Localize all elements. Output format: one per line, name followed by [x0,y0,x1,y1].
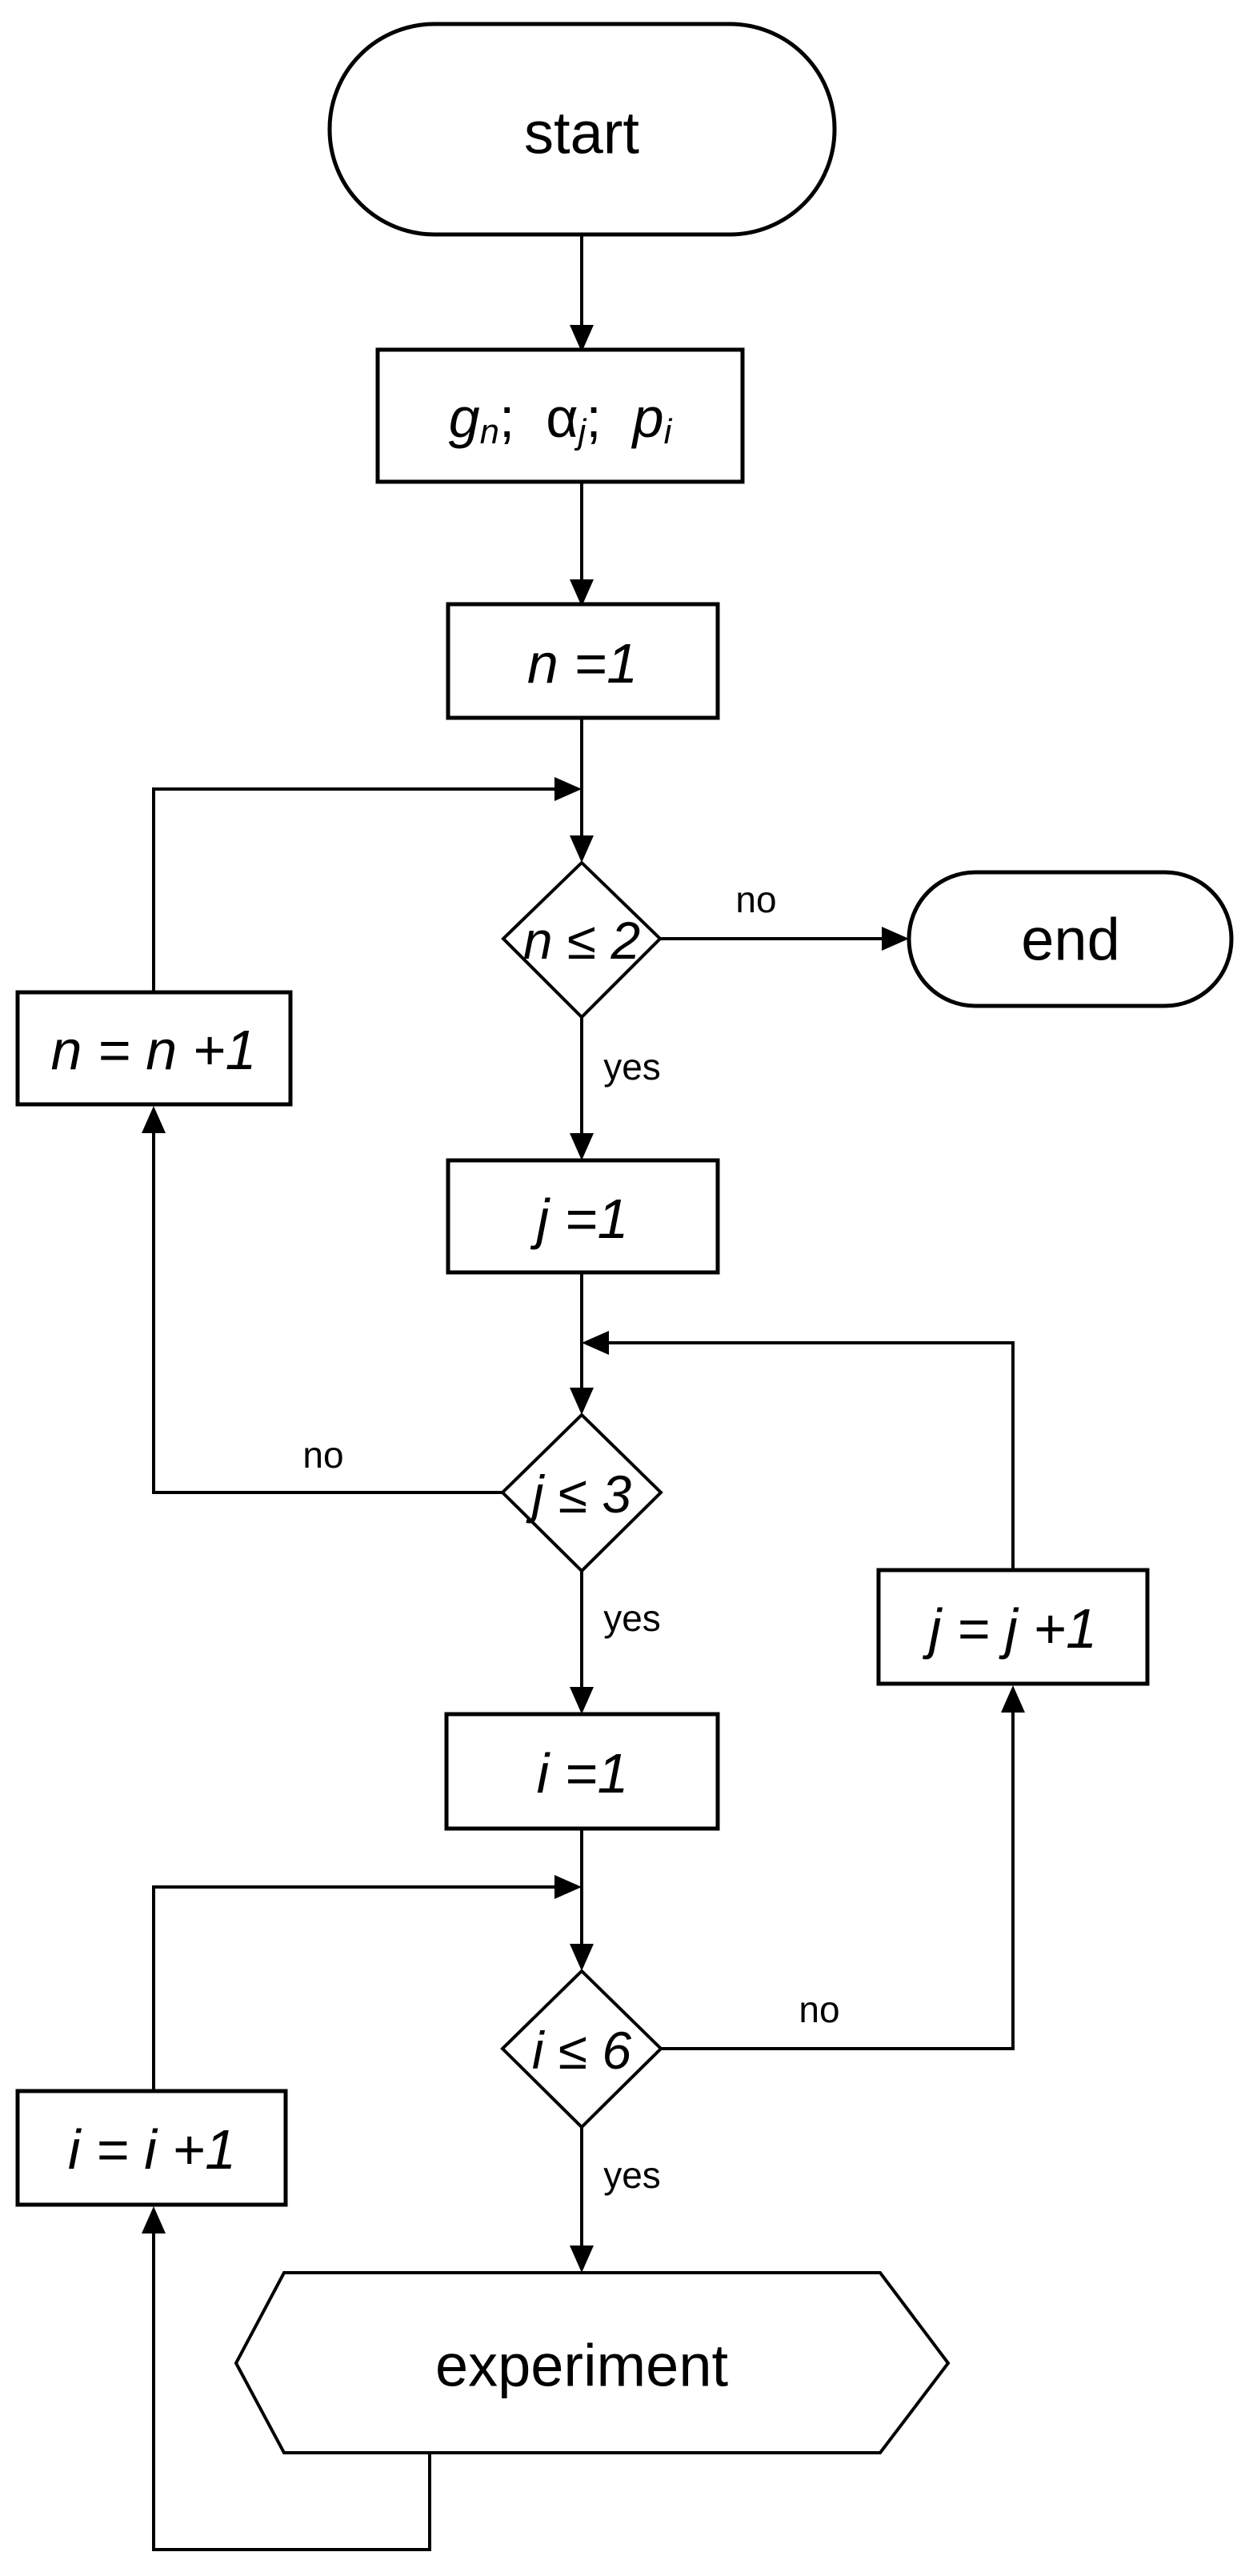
j-test-label: j ≤ 3 [526,1464,632,1524]
edge-i-incr-to-i-test [152,1875,582,2091]
node-experiment[interactable]: experiment [234,2271,951,2454]
node-i-incr[interactable]: i = i +1 [15,2089,288,2207]
edge-start-to-params [570,234,594,352]
edge-i-init-to-i-test [570,1829,594,1971]
edge-n-test-no-to-end [660,927,909,951]
params-alpha: α [546,387,578,449]
i-incr-label: i = i +1 [68,2118,236,2181]
n-init-label: n =1 [527,632,638,695]
n-incr-label: n = n +1 [51,1019,257,1081]
i-init-shape [444,1712,720,1831]
node-i-init[interactable]: i =1 [444,1712,720,1831]
start-label: start [524,100,639,166]
n-init-shape [446,602,720,720]
node-i-test[interactable]: i ≤ 6 [500,1969,663,2129]
node-n-test[interactable]: n ≤ 2 [501,860,663,1020]
n-test-label: n ≤ 2 [523,911,640,970]
edge-label-n-no: no [735,879,776,920]
i-test-shape [500,1969,663,2129]
node-n-init[interactable]: n =1 [446,602,720,720]
edge-n-incr-to-n-test [152,777,582,992]
edge-j-init-to-j-test [570,1272,594,1415]
node-j-incr[interactable]: j = j +1 [876,1568,1150,1686]
edge-j-test-yes-to-i-init [570,1571,594,1714]
params-semi2: ; [586,387,601,449]
j-init-label: j =1 [530,1188,629,1250]
params-semi1: ; [499,387,514,449]
i-init-label: i =1 [537,1742,629,1805]
j-incr-label: j = j +1 [923,1597,1097,1660]
experiment-shape [234,2271,951,2454]
j-test-shape [500,1412,663,1573]
start-shape [327,22,837,237]
node-j-init[interactable]: j =1 [446,1158,720,1275]
j-init-shape [446,1158,720,1275]
params-p-sub: i [664,413,673,451]
node-end[interactable]: end [907,870,1234,1008]
params-g-sub: n [480,413,499,451]
params-p: p [631,387,664,449]
edge-i-test-no-to-j-incr [661,1685,1025,2050]
edge-i-test-yes-to-experiment [570,2127,594,2273]
edge-params-to-n-init [570,482,594,607]
node-params[interactable]: gn; αj; pi [375,347,745,484]
node-start[interactable]: start [327,22,837,237]
node-n-incr[interactable]: n = n +1 [15,990,293,1107]
edge-label-layer: no yes no yes no yes [302,879,839,2196]
edge-j-test-no-to-n-incr [142,1106,502,1494]
params-label: gn; αj; pi [449,387,673,451]
node-j-test[interactable]: j ≤ 3 [500,1412,663,1573]
params-g: g [449,387,480,449]
i-incr-shape [15,2089,288,2207]
edge-n-test-yes-to-j-init [570,1017,594,1160]
edge-j-incr-to-j-test [582,1331,1015,1570]
j-incr-shape [876,1568,1150,1686]
n-test-shape [501,860,663,1020]
end-label: end [1021,907,1119,973]
experiment-label: experiment [435,2333,729,2399]
i-test-label: i ≤ 6 [532,2021,632,2080]
edge-experiment-to-i-incr [142,2206,431,2551]
edge-label-j-yes: yes [603,1597,661,1639]
params-shape [375,347,745,484]
connector-layer [142,234,1025,2551]
edge-label-i-no: no [799,1989,839,2030]
edge-n-init-to-n-test [570,718,594,863]
end-shape [907,870,1234,1008]
n-incr-shape [15,990,293,1107]
edge-label-n-yes: yes [603,1046,661,1088]
edge-label-j-no: no [302,1434,343,1476]
edge-label-i-yes: yes [603,2154,661,2196]
